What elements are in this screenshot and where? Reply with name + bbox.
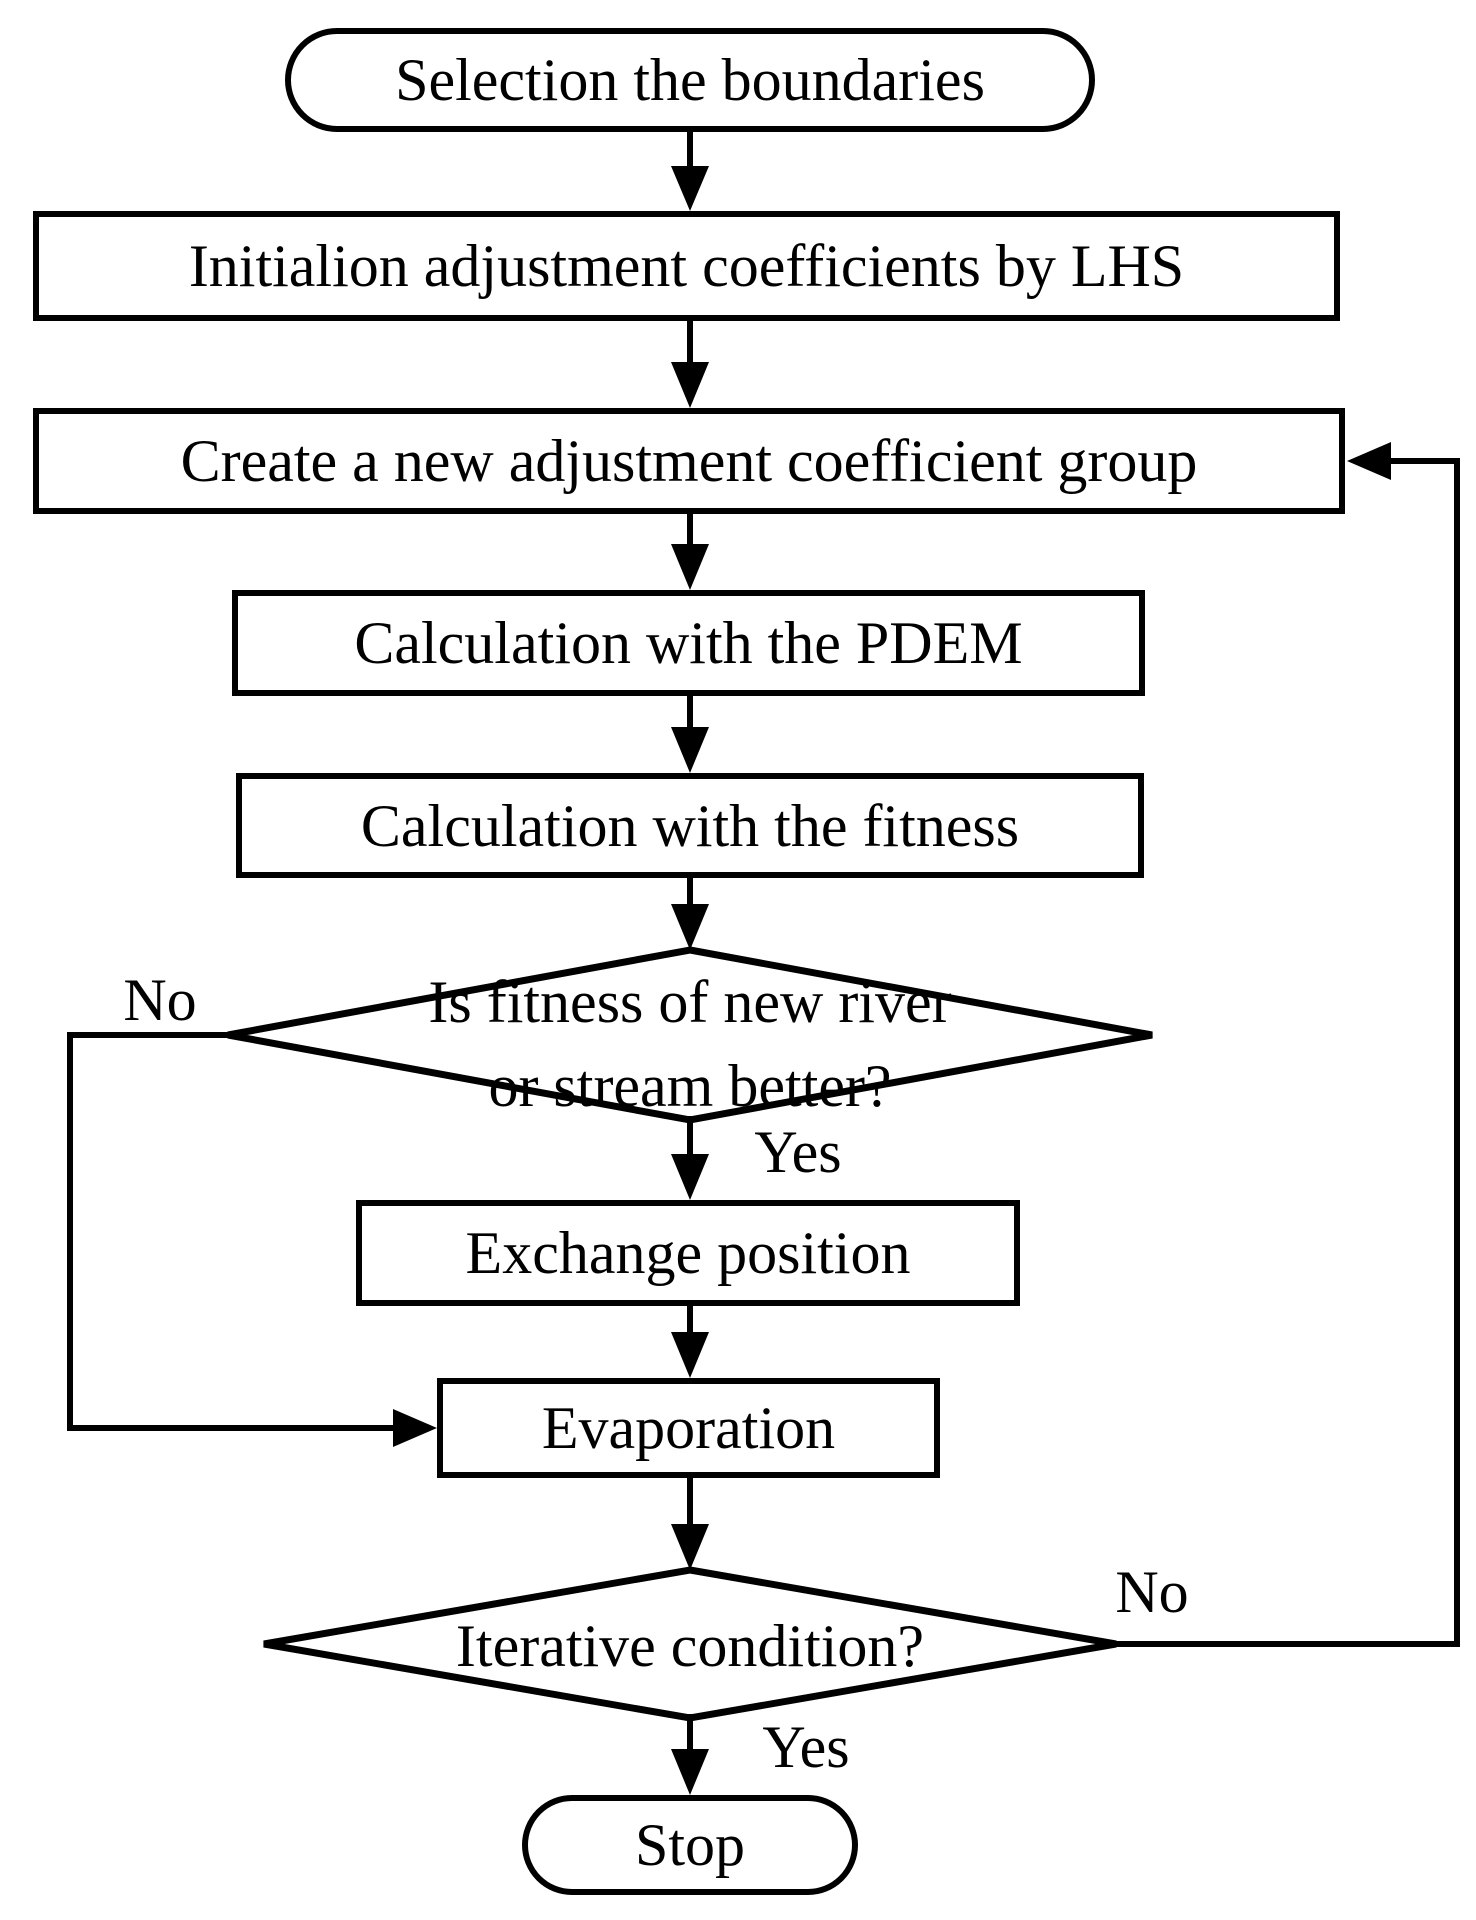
arrow-decision-no-to-evaporation — [67, 1032, 437, 1447]
arrow-decision2-yes-to-stop — [671, 1714, 709, 1795]
arrow-create-to-pdem — [671, 510, 709, 590]
create-group-node: Create a new adjustment coefficient grou… — [33, 408, 1345, 514]
start-node: Selection the boundaries — [285, 28, 1095, 132]
edge-label-fitness-no: No — [123, 967, 197, 1033]
edge-label-iterative-yes: Yes — [762, 1714, 850, 1780]
calculation-pdem-label: Calculation with the PDEM — [354, 610, 1023, 676]
exchange-position-node: Exchange position — [356, 1200, 1020, 1306]
arrow-start-to-init — [671, 120, 709, 211]
arrow-pdem-to-fitness — [671, 692, 709, 773]
edge-label-fitness-yes: Yes — [754, 1119, 842, 1185]
init-coefficients-node: Initialion adjustment coefficients by LH… — [33, 211, 1340, 321]
arrow-decision-yes-to-exchange — [671, 1116, 709, 1200]
arrow-exchange-to-evaporation — [671, 1302, 709, 1378]
calculation-pdem-node: Calculation with the PDEM — [232, 590, 1145, 696]
init-coefficients-label: Initialion adjustment coefficients by LH… — [188, 233, 1185, 299]
decision-fitness-label-line2: or stream better? — [488, 1053, 892, 1119]
arrow-fitness-to-decision — [671, 874, 709, 950]
decision-fitness-label-line1: Is fitness of new river — [428, 969, 952, 1035]
calculation-fitness-label: Calculation with the fitness — [360, 792, 1020, 859]
start-node-label: Selection the boundaries — [395, 47, 985, 113]
calculation-fitness-node: Calculation with the fitness — [236, 773, 1144, 878]
evaporation-node: Evaporation — [437, 1378, 940, 1478]
stop-node: Stop — [522, 1795, 858, 1895]
exchange-position-label: Exchange position — [465, 1220, 911, 1286]
create-group-label: Create a new adjustment coefficient grou… — [180, 428, 1198, 494]
arrow-init-to-create — [671, 318, 709, 408]
decision-iterative-label: Iterative condition? — [455, 1613, 925, 1679]
arrow-decision2-no-feedback-to-create — [1116, 442, 1460, 1647]
arrow-evaporation-to-decision2 — [671, 1474, 709, 1570]
edge-label-iterative-no: No — [1115, 1559, 1189, 1625]
stop-node-label: Stop — [634, 1812, 746, 1878]
evaporation-label: Evaporation — [541, 1395, 836, 1461]
